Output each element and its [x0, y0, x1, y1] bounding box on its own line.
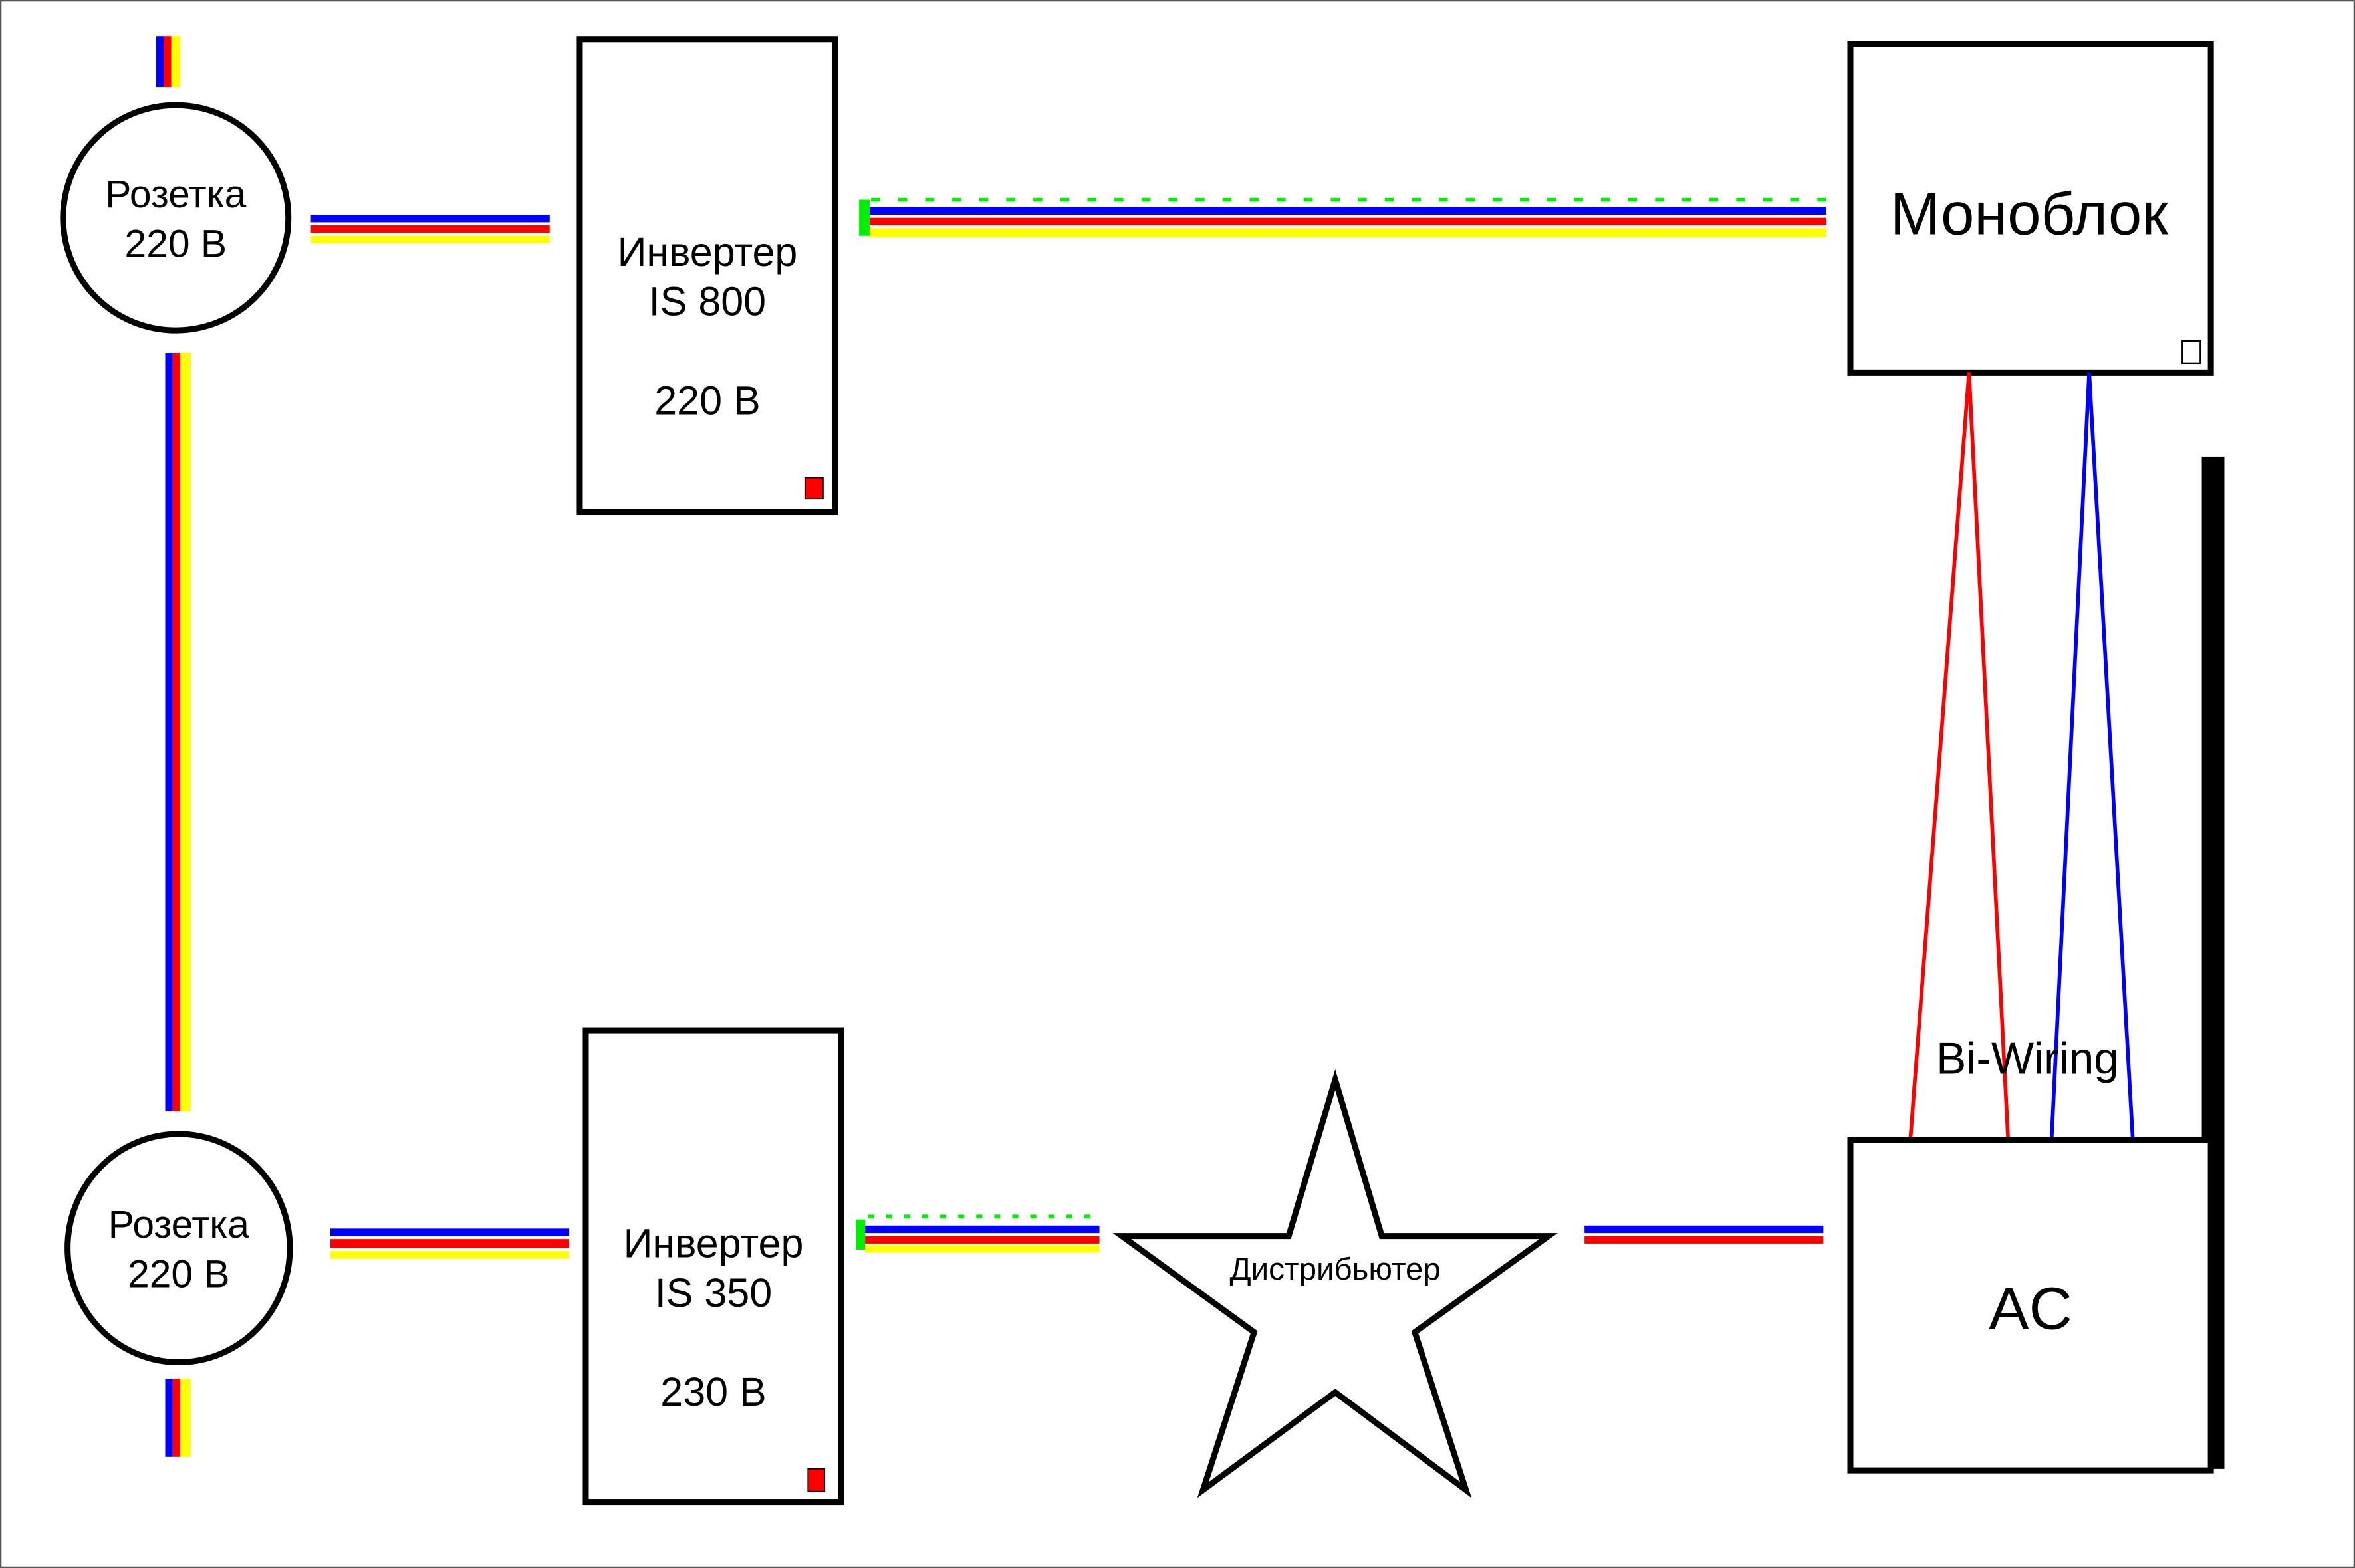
inverter-is350-label-1: Инвертер	[624, 1220, 804, 1266]
indicator-empty-icon	[2181, 340, 2201, 364]
indicator-led-icon	[804, 477, 824, 500]
cable-socket-bottom-downstub	[165, 1379, 191, 1457]
socket-top-label-2: 220 В	[125, 222, 227, 265]
ac-speaker[interactable]: AC	[1847, 1137, 2214, 1474]
monoblock[interactable]: Моноблок	[1847, 41, 2214, 376]
cable-distributor-to-ac	[1584, 1225, 1824, 1244]
monoblock-label: Моноблок	[1890, 180, 2168, 247]
biwiring-cables	[1908, 372, 2135, 1139]
distributor[interactable]: Дистрибьютер	[1112, 1069, 1558, 1498]
socket-top-label-1: Розетка	[105, 173, 246, 216]
indicator-led-icon	[807, 1468, 826, 1492]
inverter-is350[interactable]: Инвертер IS 350 230 В	[582, 1027, 844, 1506]
socket-top[interactable]: Розетка 220 В	[60, 36, 292, 334]
inverter-is800[interactable]: Инвертер IS 800 220 В	[576, 36, 838, 516]
socket-bottom-label-1: Розетка	[108, 1203, 249, 1246]
cable-inverter-350-to-distributor	[856, 1214, 1100, 1253]
socket-bottom[interactable]: Розетка 220 В	[64, 1131, 293, 1457]
inverter-is800-label-1: Инвертер	[618, 229, 798, 275]
socket-bottom-shape	[64, 1131, 293, 1365]
cable-inverter-800-to-monoblock	[859, 197, 1826, 238]
inverter-is350-shape	[582, 1027, 844, 1506]
inverter-is800-shape	[576, 36, 838, 516]
inverter-is350-label-2: IS 350	[655, 1270, 772, 1315]
inverter-is800-label-2: IS 800	[649, 279, 766, 324]
inverter-is350-label-3: 230 В	[660, 1369, 766, 1414]
socket-top-shape	[60, 102, 292, 334]
cable-socket-bottom-to-inverter-350	[330, 1228, 570, 1259]
cable-socket-top-to-socket-bottom	[165, 353, 191, 1112]
biwiring-label: Bi-Wiring	[1936, 1034, 2119, 1084]
monoblock-shape	[1847, 41, 2214, 376]
cable-socket-top-upstub	[156, 36, 181, 88]
ac-label: AC	[1989, 1276, 2072, 1343]
socket-bottom-label-2: 220 В	[128, 1252, 229, 1295]
inverter-is800-label-3: 220 В	[654, 378, 760, 423]
ac-shape	[1847, 1137, 2214, 1474]
cable-socket-top-to-inverter-800	[310, 215, 550, 244]
distributor-label: Дистрибьютер	[1230, 1252, 1441, 1287]
star-icon	[1112, 1069, 1558, 1498]
